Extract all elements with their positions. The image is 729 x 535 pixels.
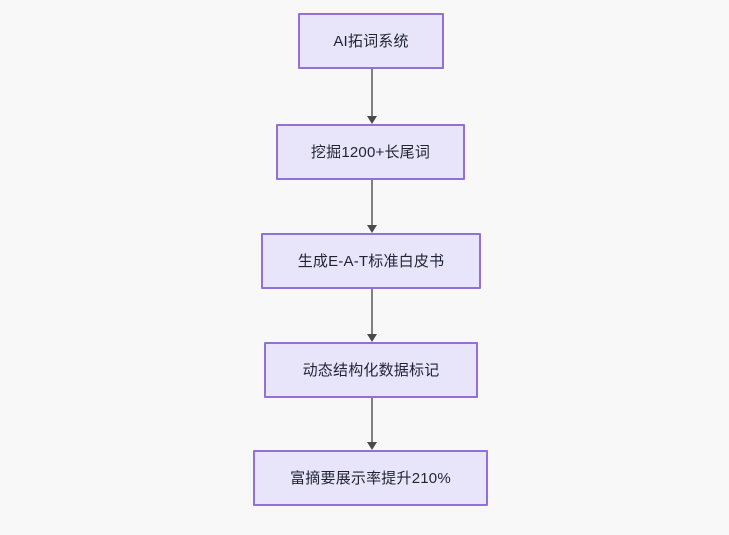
arrowhead-down-icon [367, 334, 377, 342]
connector-line [371, 180, 373, 225]
flow-node[interactable]: 生成E-A-T标准白皮书 [261, 233, 481, 289]
connector-line [371, 289, 373, 334]
flow-node[interactable]: AI拓词系统 [298, 13, 444, 69]
connector-line [371, 398, 373, 442]
flow-node[interactable]: 富摘要展示率提升210% [253, 450, 488, 506]
connector-line [371, 69, 373, 116]
arrowhead-down-icon [367, 442, 377, 450]
arrowhead-down-icon [367, 225, 377, 233]
arrowhead-down-icon [367, 116, 377, 124]
flow-node[interactable]: 动态结构化数据标记 [264, 342, 478, 398]
flow-node[interactable]: 挖掘1200+长尾词 [276, 124, 465, 180]
